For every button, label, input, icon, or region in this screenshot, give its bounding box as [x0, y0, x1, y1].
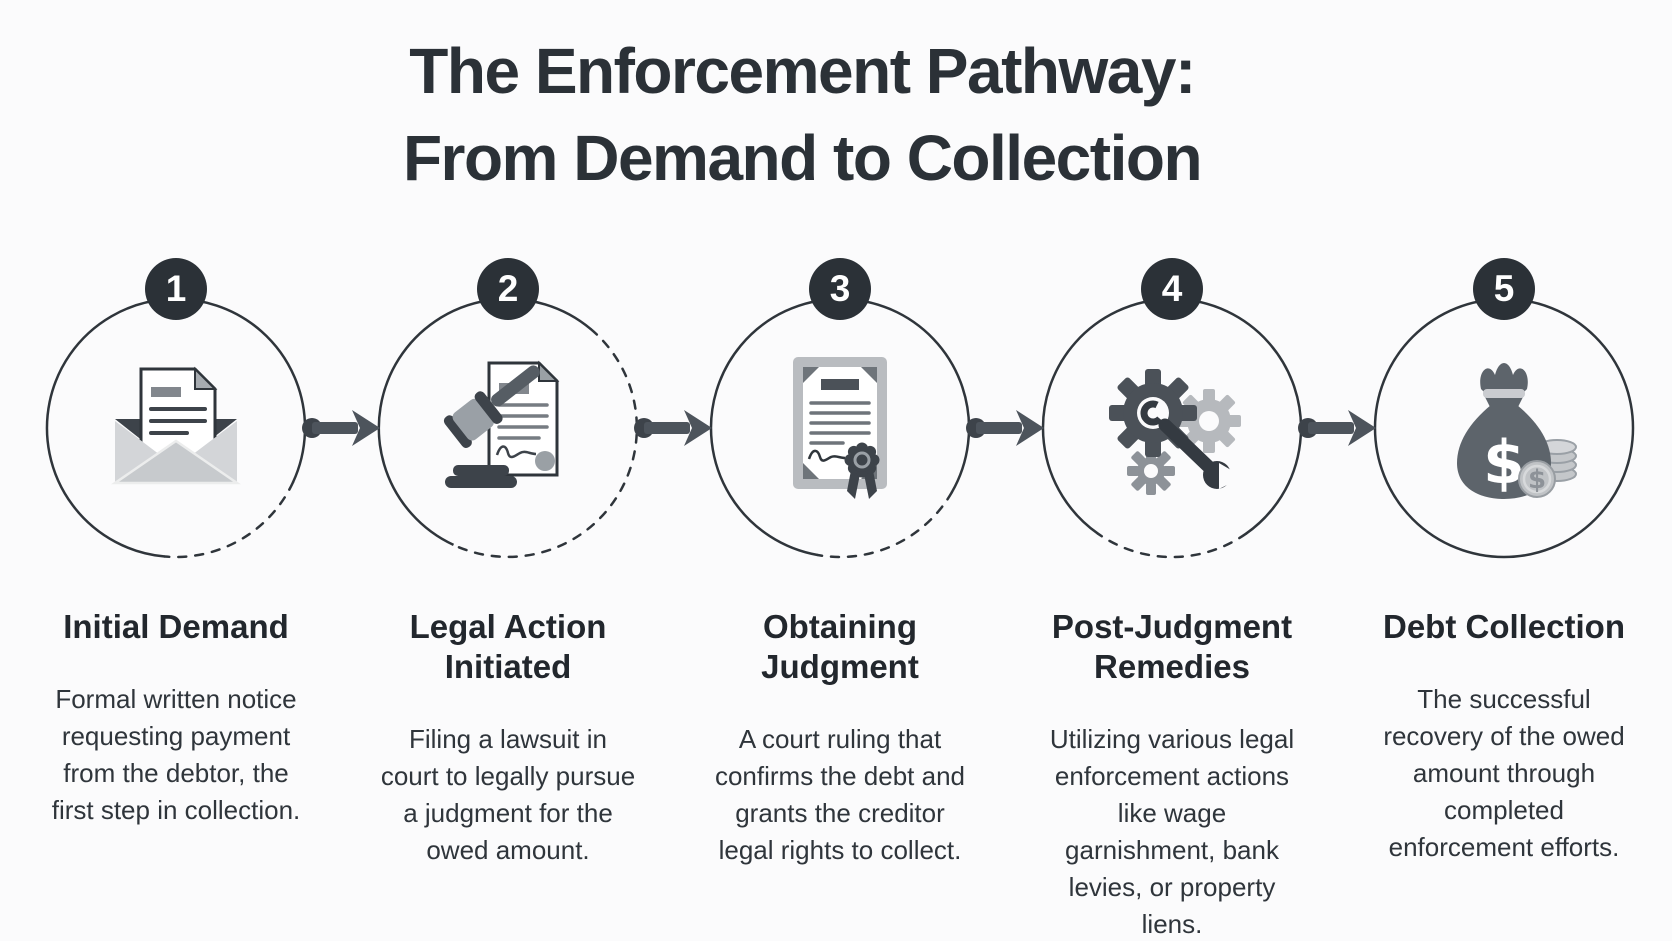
svg-text:$: $: [1528, 465, 1546, 495]
arrow-step4-to-step5-icon: [1298, 410, 1376, 446]
step-1-text: Initial Demand Formal written notice req…: [10, 607, 342, 829]
gears-wrench-icon: [1109, 369, 1243, 495]
step-4-number: 4: [1161, 268, 1183, 309]
step-2-description: Filing a lawsuit in court to legally pur…: [380, 724, 636, 865]
money-bag-coins-icon: $ $: [1457, 363, 1577, 499]
step-2: 2: [342, 258, 674, 908]
step-1-description: Formal written notice requesting payment…: [51, 684, 301, 825]
step-5-title: Debt Collection: [1382, 608, 1625, 645]
gavel-document-icon: [443, 360, 560, 488]
step-3-number: 3: [829, 268, 851, 309]
step-1-ring-icon: [45, 297, 307, 559]
step-4-title: Post-Judgment Remedies: [1051, 608, 1293, 685]
step-1-circle: [44, 296, 308, 560]
arrow-step2-to-step3-icon: [634, 410, 712, 446]
step-5-text: Debt Collection The successful recovery …: [1338, 607, 1670, 866]
step-3-circle: [708, 296, 972, 560]
page-title-line2: From Demand to Collection: [402, 122, 1203, 195]
page-title-line1: The Enforcement Pathway:: [409, 35, 1196, 107]
arrow-step1-to-step2-icon: [302, 410, 380, 446]
step-5-number-badge: 5: [1473, 258, 1535, 320]
step-5-number: 5: [1493, 268, 1515, 309]
envelope-letter-icon: [110, 366, 242, 485]
step-3-number-badge: 3: [809, 258, 871, 320]
step-3-text: Obtaining Judgment A court ruling that c…: [674, 607, 1006, 869]
step-2-text: Legal Action Initiated Filing a lawsuit …: [342, 607, 674, 869]
certificate-seal-icon: [793, 357, 887, 499]
step-5-circle: $ $: [1372, 296, 1636, 560]
step-2-circle: [376, 296, 640, 560]
step-3: 3: [674, 258, 1006, 908]
step-4: 4: [1006, 258, 1338, 939]
step-5: 5 $ $: [1338, 258, 1670, 908]
step-4-text: Post-Judgment Remedies Utilizing various…: [1006, 607, 1338, 941]
page-title: The Enforcement Pathway: From Demand to …: [0, 28, 1638, 202]
step-4-circle: [1040, 296, 1304, 560]
step-1-title: Initial Demand: [63, 608, 289, 645]
step-3-title: Obtaining Judgment: [761, 608, 919, 685]
step-4-description: Utilizing various legal enforcement acti…: [1049, 724, 1295, 939]
step-2-number-badge: 2: [477, 258, 539, 320]
step-1-number: 1: [165, 268, 187, 309]
step-2-title: Legal Action Initiated: [409, 608, 607, 685]
step-5-description: The successful recovery of the owed amou…: [1383, 684, 1625, 862]
step-1: 1 Initial Demand Formal written notice r…: [10, 258, 342, 908]
step-1-number-badge: 1: [145, 258, 207, 320]
svg-text:$: $: [1483, 428, 1525, 498]
arrow-step3-to-step4-icon: [966, 410, 1044, 446]
step-4-number-badge: 4: [1141, 258, 1203, 320]
step-2-number: 2: [497, 268, 519, 309]
step-3-ring-icon: [709, 297, 971, 559]
step-3-description: A court ruling that confirms the debt an…: [714, 724, 966, 865]
